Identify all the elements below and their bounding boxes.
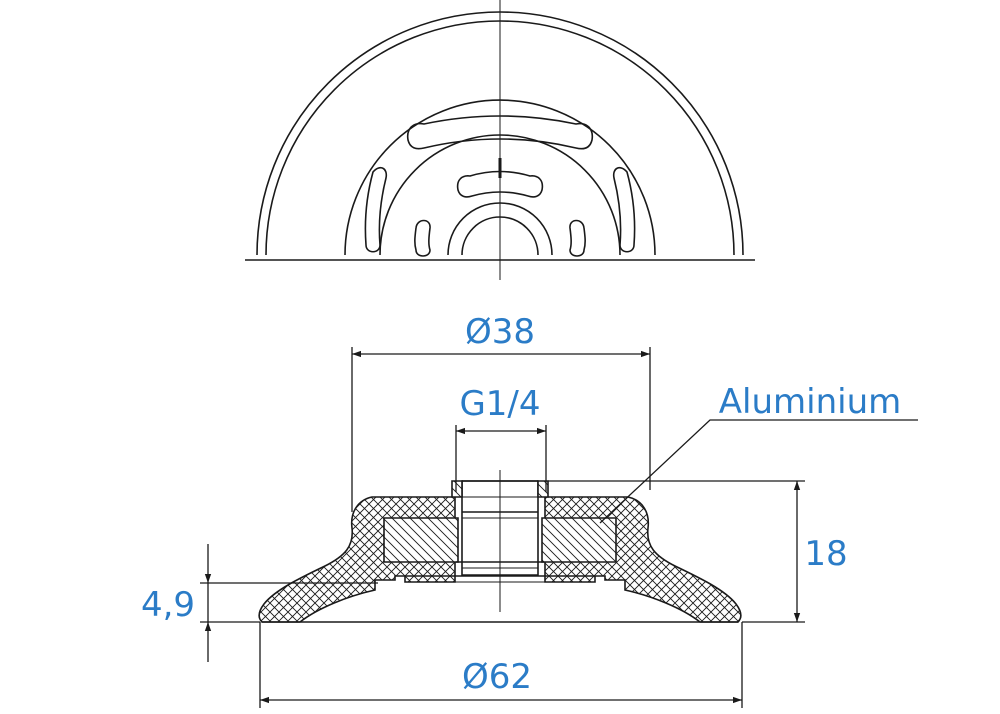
dim-top-diameter: Ø38 [465,312,535,352]
dim-material-callout: Aluminium [719,382,901,422]
aluminium-insert-right [541,517,617,563]
dim-lip-height: 4,9 [141,585,195,625]
outer-rim-arc [256,11,744,256]
right-outer-slot [612,166,636,253]
dim-bottom-diameter: Ø62 [462,657,532,697]
aluminium-insert-left [383,517,459,563]
rubber-body [258,496,742,623]
dim-thread: G1/4 [459,384,540,424]
right-inner-slot [569,219,586,257]
aluminium-leader [599,419,918,524]
hub-outer-arc [447,202,553,256]
dim-height: 18 [804,534,847,574]
outer-rim-inner-arc [265,20,735,256]
left-outer-slot [364,166,388,253]
center-slot [456,170,544,198]
dimensions [200,347,918,708]
middle-ring-arc [344,99,656,256]
top-view [245,0,755,280]
hub-inner-arc [461,216,539,256]
inner-ring-arc [379,134,621,256]
upper-slot [406,115,594,150]
section-view [258,470,742,623]
left-inner-slot [414,219,431,257]
